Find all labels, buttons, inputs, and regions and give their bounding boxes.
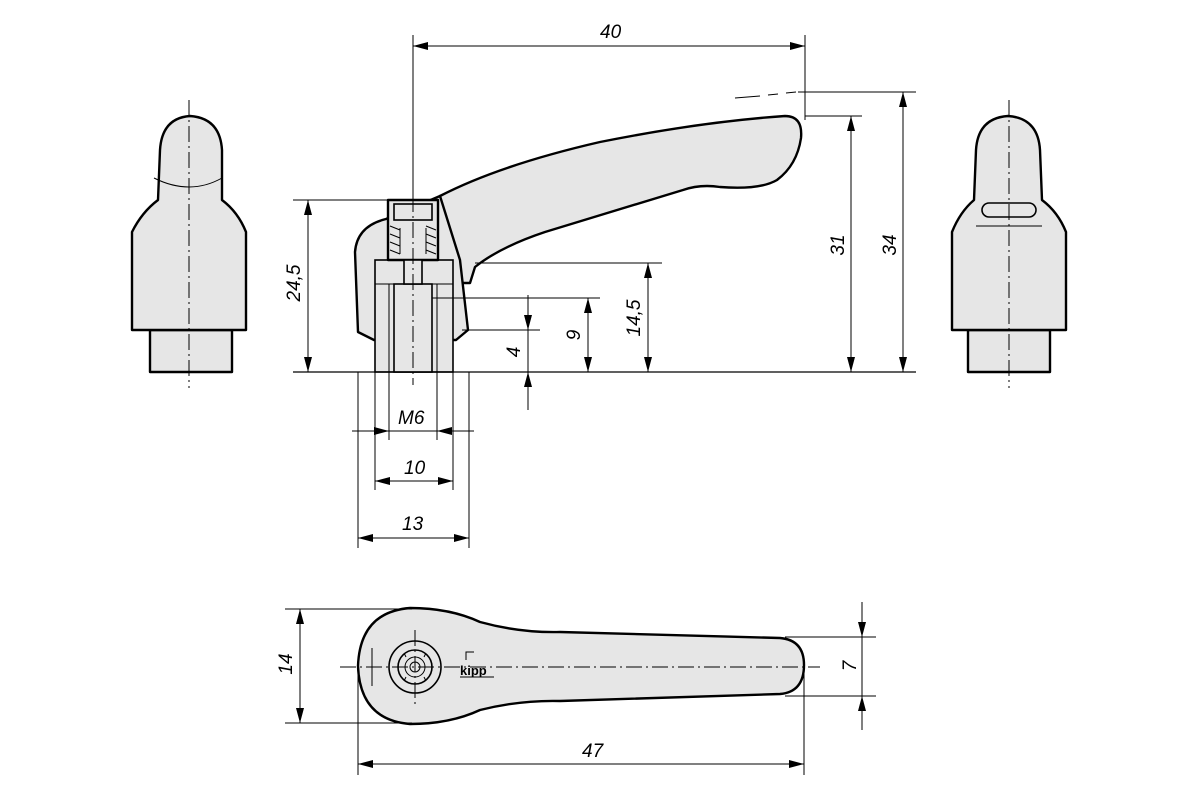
spring	[389, 225, 437, 255]
dim-height-lever: 31	[828, 234, 849, 255]
dim-screw-length: 4	[504, 347, 525, 358]
dim-tip-width: 7	[840, 659, 861, 671]
dim-overall-length: 40	[600, 22, 622, 43]
dim-thread: M6	[398, 408, 425, 429]
dim-thread-depth: 9	[564, 329, 585, 340]
top-view-lever	[356, 606, 806, 726]
dimension-lines: 40 34 31 24,5 14,5 9	[276, 22, 916, 775]
dim-thread-height: 14,5	[624, 299, 645, 336]
left-end-view	[130, 100, 248, 388]
right-end-view	[950, 100, 1068, 388]
dim-height-total: 34	[880, 234, 901, 255]
logo-text: kipp	[460, 663, 487, 678]
top-view: kipp	[340, 606, 820, 726]
kipp-logo: kipp	[460, 651, 494, 678]
dim-hub-inner: 10	[404, 458, 426, 479]
dim-height-hub: 24,5	[284, 264, 305, 302]
dim-hub-outer: 13	[402, 514, 424, 535]
left-end-view-base	[148, 328, 234, 374]
right-end-view-body	[950, 114, 1068, 332]
main-section-view	[353, 114, 805, 385]
lever-arm	[438, 114, 803, 285]
left-end-view-body	[130, 114, 248, 332]
dim-top-length: 47	[582, 741, 605, 762]
dim-top-width: 14	[276, 653, 297, 674]
